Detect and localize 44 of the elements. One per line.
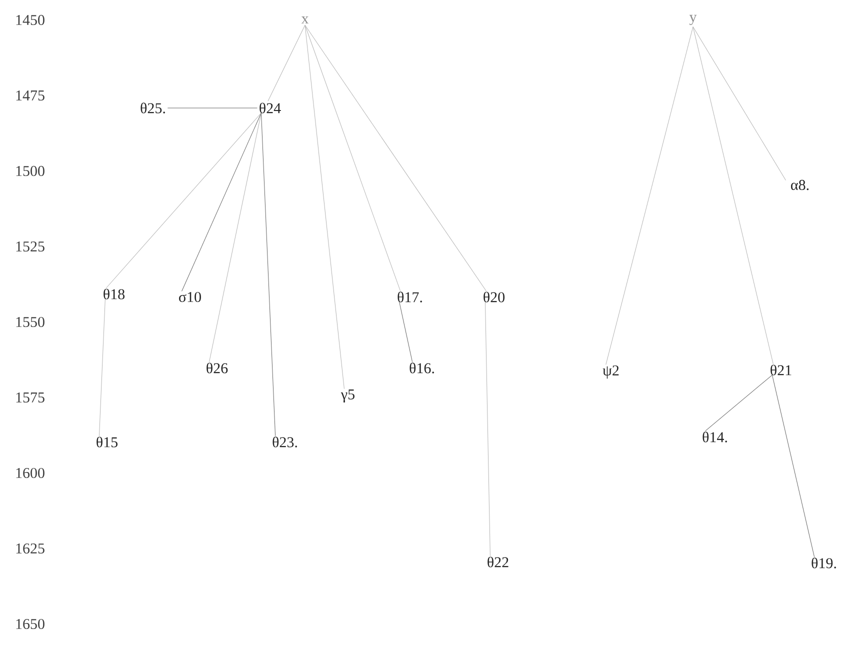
node-label: θ15: [96, 436, 118, 448]
year-label: 1625: [16, 543, 44, 554]
tree-line: [182, 112, 262, 292]
tree-line: [106, 112, 262, 288]
tree-line: [606, 26, 694, 365]
node-label: γ5: [340, 390, 354, 402]
tree-line: [484, 302, 490, 556]
tree-line: [399, 302, 413, 362]
node-label: ψ2: [602, 365, 619, 379]
tree-line: [692, 26, 786, 180]
year-label: 1525: [16, 241, 44, 252]
year-label: 1600: [16, 468, 44, 478]
node-label: θ24: [260, 102, 281, 114]
node-label: θ19.: [812, 558, 836, 568]
tree-line: [705, 374, 772, 432]
year-label: 1450: [16, 14, 44, 26]
year-label: 1550: [16, 316, 44, 328]
node-label: θ23.: [272, 436, 297, 448]
tree-line: [772, 374, 815, 558]
node-label: θ26: [206, 362, 228, 374]
node-label: θ17.: [398, 292, 422, 302]
node-label: x: [301, 16, 309, 24]
node-label: θ18: [104, 288, 125, 300]
node-label: θ20: [484, 292, 505, 302]
tree-line: [304, 24, 344, 390]
node-label: θ16.: [410, 362, 434, 374]
node-label: σ10: [179, 292, 201, 302]
node-label: α8.: [791, 180, 809, 190]
node-label: θ21: [770, 364, 792, 376]
year-label: 1650: [16, 618, 44, 630]
tree-line: [260, 112, 276, 436]
node-label: θ14.: [702, 432, 727, 442]
year-label: 1500: [16, 166, 44, 176]
tree-line: [304, 24, 401, 292]
node-label: θ25.: [140, 102, 165, 114]
node-label: θ22: [488, 556, 508, 568]
tree-line: [208, 112, 262, 362]
tree-line: [304, 24, 486, 292]
tree-line: [692, 26, 774, 364]
year-label: 1475: [16, 90, 44, 101]
tree-line: [98, 298, 106, 436]
year-label: 1575: [16, 392, 44, 403]
tree-line: [268, 24, 306, 102]
node-label: y: [689, 14, 697, 26]
